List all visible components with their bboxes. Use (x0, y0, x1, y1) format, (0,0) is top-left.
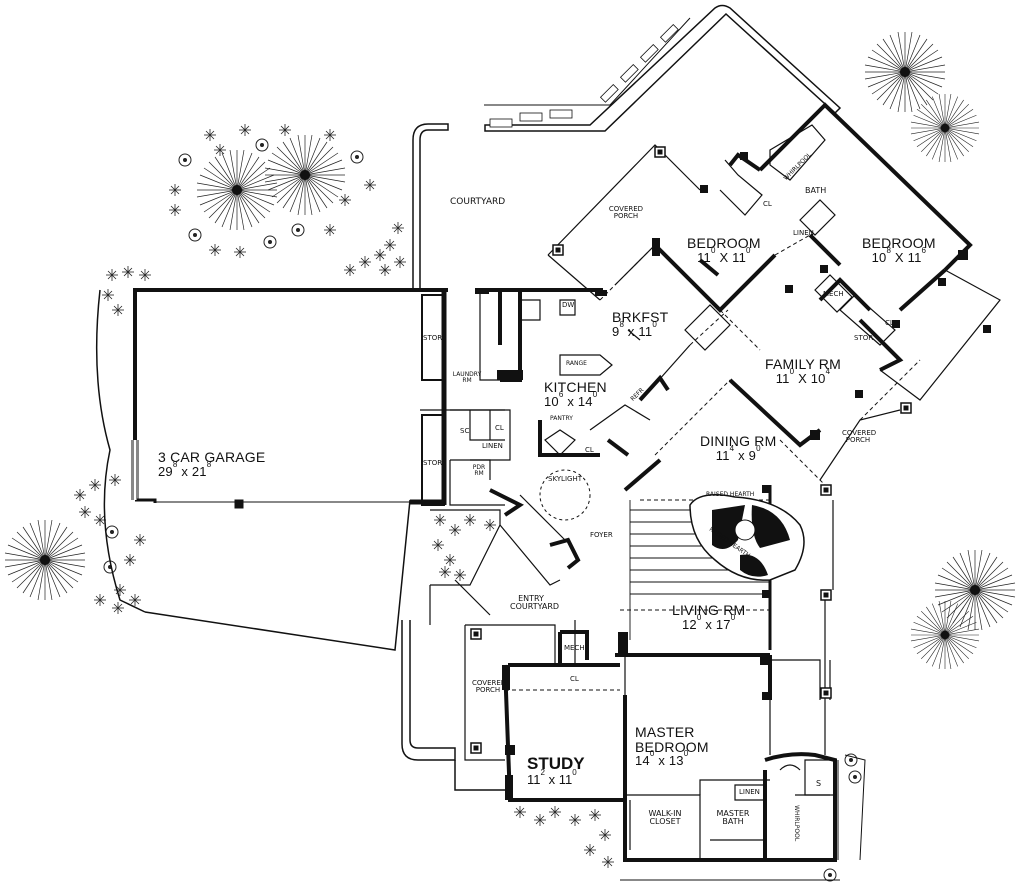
closet-label: CL (885, 319, 894, 327)
courtyard-label: COURTYARD (450, 197, 506, 207)
bath-label: BATH (805, 186, 827, 195)
room-name: STUDY (527, 754, 585, 773)
garden-wall-blocks (489, 23, 679, 128)
closet-label: CL (763, 200, 772, 208)
powder-room-label: PDR RM (472, 464, 486, 478)
tree-icon (910, 600, 980, 670)
whirlpool-label: WHIRLPOOL (793, 805, 801, 842)
dishwasher-label: DW (562, 301, 575, 309)
linen-label: LINEN (482, 442, 503, 450)
wall-posts (475, 152, 991, 800)
raised-hearth-label: RAISED HEARTH (706, 491, 755, 498)
covered-porch-label: COVERED PORCH (472, 679, 507, 695)
closet-label: CL (495, 424, 504, 432)
laundry-label: LAUNDRY RM (452, 371, 482, 385)
skylight (539, 469, 591, 521)
entry-courtyard-label: ENTRY COURTYARD (510, 594, 560, 612)
pantry-label: PANTRY (550, 415, 573, 422)
breakfast-label: BRKFST 98 x 110 (612, 310, 668, 338)
room-dimensions: 120 x 170 (681, 612, 736, 632)
room-dimensions: 108 X 116 (871, 245, 927, 265)
closet-label: CL (570, 675, 579, 683)
room-name: LIVING RM (672, 602, 746, 618)
dining-room-label: DINING RM 114 x 90 (700, 434, 776, 462)
covered-porch-label: COVERED PORCH (608, 205, 644, 221)
room-name: 3 CAR GARAGE (158, 449, 266, 465)
room-name: BEDROOM (862, 235, 936, 251)
skylight-label: SKYLIGHT (548, 475, 582, 483)
range-label: RANGE (566, 360, 587, 367)
tree-icon (264, 134, 346, 216)
room-name: BEDROOM (687, 235, 761, 251)
room-name: DINING RM (700, 433, 777, 449)
closet-label: CL (585, 446, 594, 454)
site-walls (95, 4, 866, 881)
study-label: STUDY 112 x 110 (527, 754, 585, 787)
room-dimensions: 140 x 130 (635, 749, 689, 769)
room-dimensions: 98 x 110 (612, 319, 657, 339)
interior-lines (420, 124, 1001, 860)
room-dimensions: 110 X 104 (775, 366, 831, 386)
mech-label: MECH (823, 290, 844, 298)
room-dimensions: 298 x 218 (158, 459, 212, 479)
storage-label: STOR (423, 459, 443, 467)
linen-label: LINEN (793, 229, 814, 237)
shower-label: S (816, 779, 822, 788)
linen-label: LINEN (739, 788, 760, 796)
room-dimensions: 114 x 90 (715, 443, 761, 463)
tree-icon (4, 519, 86, 601)
room-name: MASTER BEDROOM (635, 724, 709, 755)
room-dimensions: 112 x 110 (527, 767, 577, 787)
room-name: KITCHEN (544, 379, 607, 395)
covered-porch-label: COVERED PORCH (842, 429, 877, 445)
walk-in-closet-label: WALK-IN CLOSET (648, 809, 682, 827)
room-name: BRKFST (612, 309, 669, 325)
room-dimensions: 110 X 110 (697, 245, 751, 265)
room-dimensions: 106 x 140 (544, 389, 598, 409)
master-bedroom-label: MASTER BEDROOM 140 x 130 (635, 725, 715, 768)
family-room-label: FAMILY RM 110 X 104 (765, 357, 841, 385)
tree-icon (910, 93, 980, 163)
mech-label: MECH (564, 644, 585, 652)
fireplace-icon (689, 494, 805, 581)
tree-icon (934, 549, 1016, 631)
garage-walls (131, 288, 448, 509)
living-room-label: LIVING RM 120 x 170 (672, 603, 745, 631)
tree-icon (864, 31, 946, 113)
master-bath-label: MASTER BATH (716, 809, 750, 827)
storage-label: STOR (854, 334, 874, 342)
tree-icon (196, 149, 278, 231)
storage-label: STOR (423, 334, 443, 342)
closet-label: SC (460, 427, 470, 435)
bedroom-2-label: BEDROOM 110 X 110 (687, 236, 761, 264)
kitchen-label: KITCHEN 106 x 140 (544, 380, 607, 408)
foyer-label: FOYER (590, 531, 613, 539)
exterior-walls (478, 102, 973, 862)
bedroom-3-label: BEDROOM 108 X 116 (862, 236, 936, 264)
garage-label: 3 CAR GARAGE 298 x 218 (158, 450, 265, 478)
room-name: FAMILY RM (765, 356, 841, 372)
